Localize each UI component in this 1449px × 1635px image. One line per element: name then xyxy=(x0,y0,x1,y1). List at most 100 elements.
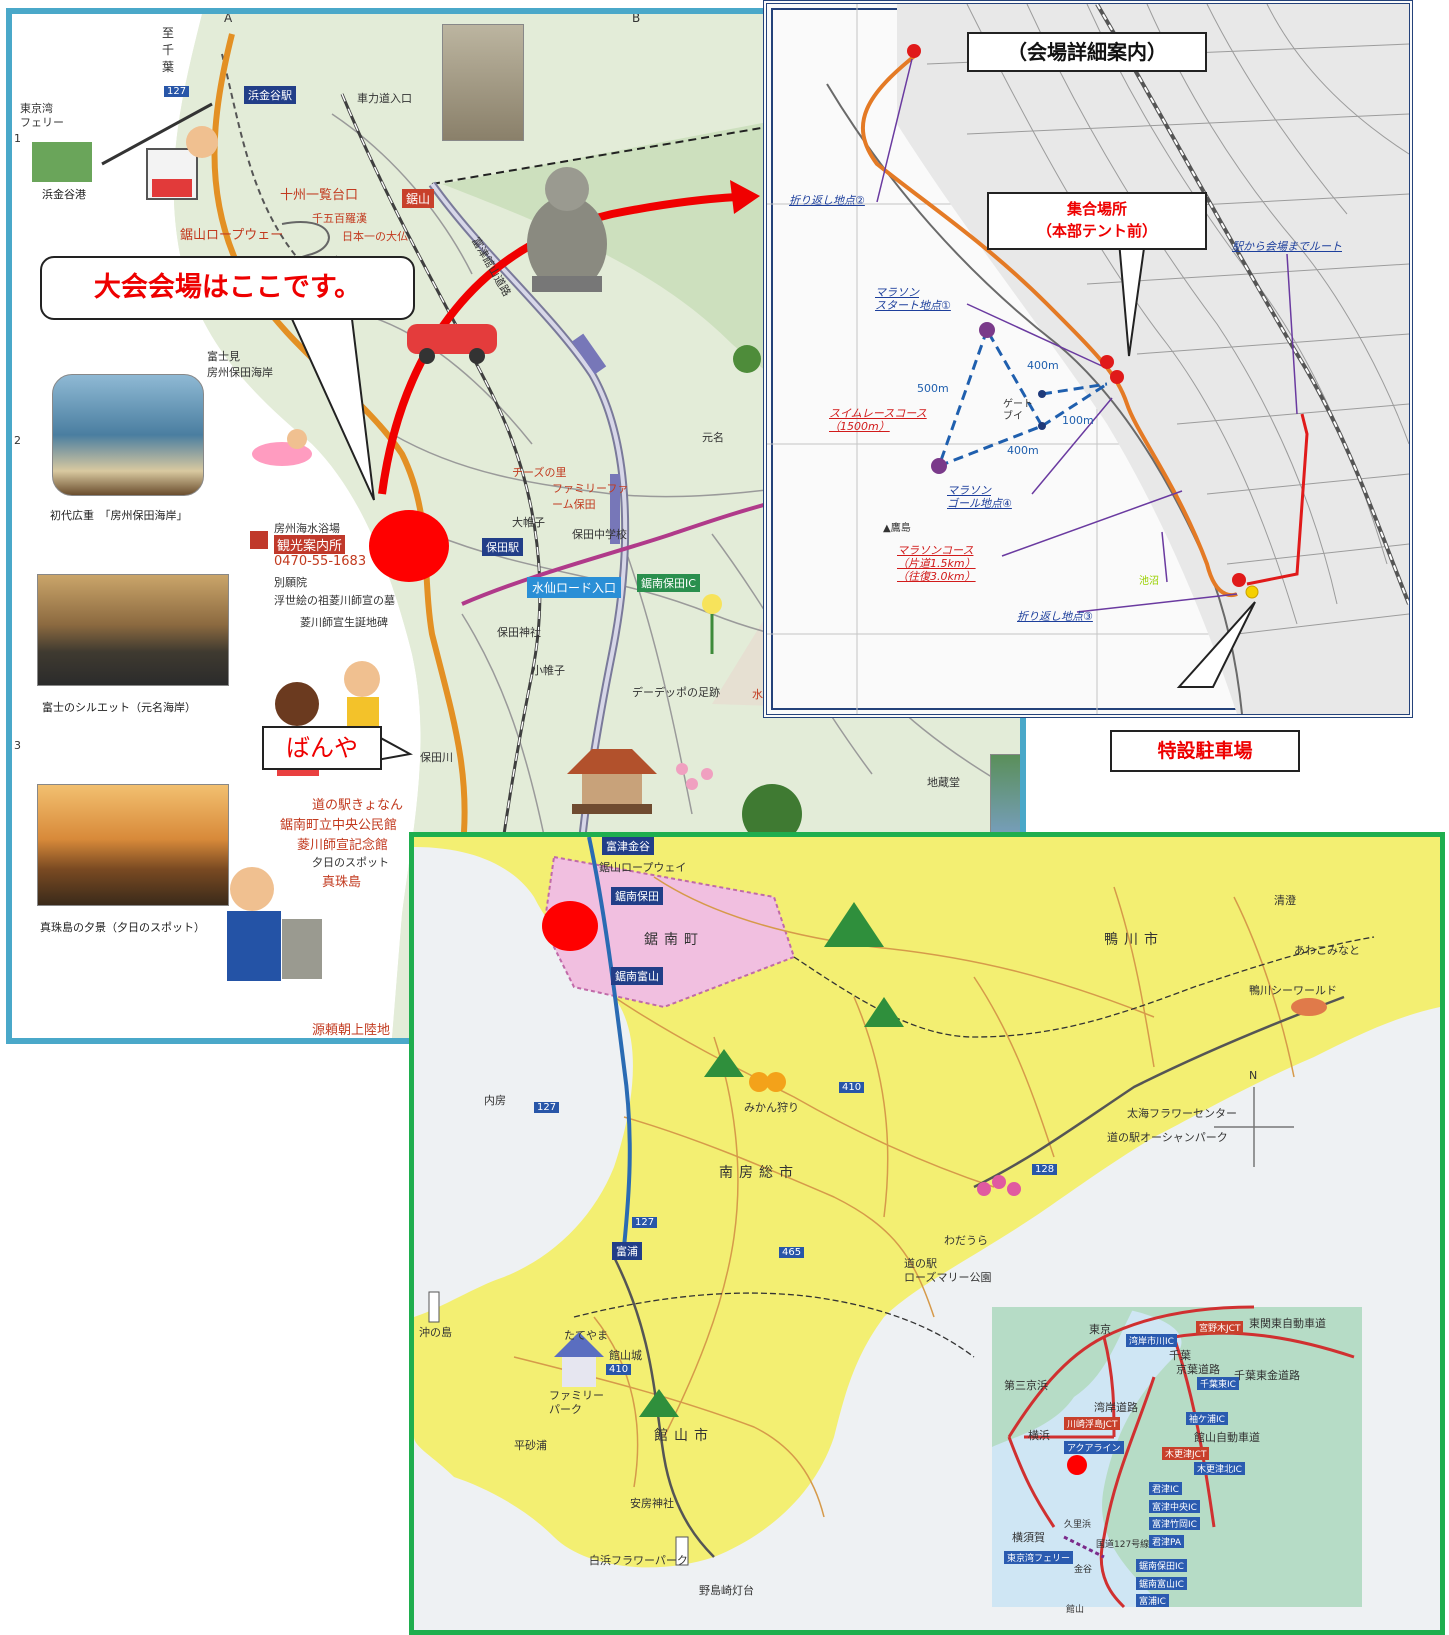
label-hishikawa-birthplace: 菱川師宣生誕地碑 xyxy=(300,616,388,629)
label-marathon-goal: マラソン ゴール地点④ xyxy=(947,484,1012,510)
label-dist-100: 100m xyxy=(1062,414,1094,427)
label-tateyama-city: 館山市 xyxy=(654,1428,714,1444)
inset-kanaya: 金谷 xyxy=(1074,1565,1093,1575)
fuji-silhouette-photo xyxy=(37,574,229,686)
inset-wangan: 湾岸道路 xyxy=(1094,1401,1138,1414)
station-futtsu-kanaya[interactable]: 富津金谷 xyxy=(602,837,654,855)
grid-row-3: 3 xyxy=(14,739,21,752)
label-turnaround-south: 折り返し地点③ xyxy=(1017,610,1093,623)
label-sunset-spot: 夕日のスポット xyxy=(312,856,389,869)
label-marathon-start: マラソン スタート地点① xyxy=(875,286,951,312)
hiroshige-print-photo xyxy=(52,374,204,496)
daffodil-icon xyxy=(702,594,722,654)
inset-tomiura-ic: 富浦IC xyxy=(1136,1594,1169,1607)
label-nojimazaki: 野島崎灯台 xyxy=(699,1584,754,1597)
route-410-b: 410 xyxy=(606,1364,632,1375)
station-kyonan-hota[interactable]: 鋸南保田 xyxy=(611,887,663,905)
label-community-hall: 鋸南町立中央公民館 xyxy=(280,818,398,833)
car-icon xyxy=(407,324,497,364)
label-okinoshima: 沖の島 xyxy=(419,1326,452,1339)
label-wadaura: わだうら xyxy=(944,1234,988,1247)
tourist-info-icon xyxy=(250,531,268,549)
label-tateyama-station: たてやま xyxy=(564,1329,608,1342)
parking-callout: 特設駐車場 xyxy=(1110,730,1300,772)
inset-futtsu-takeoka: 富津竹岡IC xyxy=(1149,1517,1200,1530)
label-ropeway-region: 鋸山ロープウェイ xyxy=(599,861,687,874)
station-tomiura[interactable]: 富浦 xyxy=(612,1242,642,1260)
inset-kimitsu-ic: 君津IC xyxy=(1149,1482,1182,1495)
grid-row-1: 1 xyxy=(14,132,21,145)
mikan-icon xyxy=(749,1072,769,1092)
fish-icon xyxy=(1291,998,1327,1016)
label-north: N xyxy=(1249,1069,1258,1082)
label-ocean-park: 道の駅オーシャンパーク xyxy=(1107,1131,1228,1144)
venue-callout: 大会会場はここです。 xyxy=(40,256,415,320)
port-icon xyxy=(32,142,92,182)
label-rock: ▲鷹島 xyxy=(883,523,911,534)
label-motona: 元名 xyxy=(702,431,724,444)
inset-aqualine: アクアライン xyxy=(1064,1441,1124,1454)
plum-blossom-icon xyxy=(676,763,713,790)
station-hota[interactable]: 保田駅 xyxy=(482,538,523,556)
inset-sodegaura: 袖ケ浦IC xyxy=(1186,1412,1228,1425)
venue-detail-map[interactable]: 折り返し地点② マラソン スタート地点① スイムレースコース （1500m） マ… xyxy=(763,0,1413,718)
label-kamogawa: 鴨川市 xyxy=(1104,932,1164,948)
label-ropeway: 鋸山ロープウェー xyxy=(180,228,284,243)
banya-callout: ばんや xyxy=(262,726,382,770)
label-dist-400a: 400m xyxy=(1027,359,1059,372)
photo-caption-sunset: 真珠島の夕景（夕日のスポット） xyxy=(40,921,205,934)
inset-futtsu-chuo: 富津中央IC xyxy=(1149,1500,1200,1513)
regional-map[interactable]: 鋸南町 鴨川市 南房総市 館山市 富津金谷 鋸南保田 鋸南富山 富浦 鋸山ロープ… xyxy=(409,832,1445,1635)
inset-chiba: 千葉 xyxy=(1169,1349,1191,1362)
label-hota-shrine: 保田神社 xyxy=(497,626,541,639)
label-dist-400b: 400m xyxy=(1007,444,1039,457)
label-kyonan-town: 鋸南町 xyxy=(644,932,704,948)
label-daibutsu: 日本一の大仏 xyxy=(342,230,408,243)
inset-tateyama-expressway: 館山自動車道 xyxy=(1194,1431,1260,1444)
photo-caption-port: 浜金谷港 xyxy=(42,188,86,201)
label-tateyama-castle: 館山城 xyxy=(609,1349,642,1362)
inset-kyonan-hota-ic: 鋸南保田IC xyxy=(1136,1559,1187,1572)
mountain-icons xyxy=(639,902,904,1417)
label-phone: 0470-55-1683 xyxy=(274,554,367,569)
regional-map-drawing xyxy=(414,837,1440,1609)
route-127-a: 127 xyxy=(534,1102,560,1113)
meeting-place-callout: 集合場所 （本部テント前） xyxy=(987,192,1207,250)
grid-row-2: 2 xyxy=(14,434,21,447)
label-rakan: 千五百羅漢 xyxy=(312,212,367,225)
station-kyonan-tomiyama[interactable]: 鋸南富山 xyxy=(611,967,663,985)
label-heisaura: 平砂浦 xyxy=(514,1439,547,1452)
route-410-a: 410 xyxy=(839,1082,865,1093)
strip-photo xyxy=(990,754,1020,846)
label-family-farm: ファミリーファーム保田 xyxy=(552,482,629,511)
station-hamakanaya[interactable]: 浜金谷駅 xyxy=(244,86,296,104)
label-to-chiba: 至千葉 xyxy=(162,26,175,74)
inset-kyonan-tomiyama-ic: 鋸南富山IC xyxy=(1136,1577,1187,1590)
label-awakominato: あわこみなと xyxy=(1294,944,1360,957)
label-lake: 池沼 xyxy=(1139,576,1159,587)
buddha-cliff-photo xyxy=(442,24,524,141)
suisen-road-entrance-label: 水仙ロード入口 xyxy=(527,577,622,598)
inset-kisarazu-ic: 木更津北IC xyxy=(1194,1462,1245,1475)
label-hota-jhs: 保田中学校 xyxy=(572,528,627,541)
label-minamiboso: 南房総市 xyxy=(719,1165,799,1181)
inset-yokosuka: 横須賀 xyxy=(1012,1531,1045,1544)
inset-tokyo: 東京 xyxy=(1089,1323,1111,1336)
label-swim-course: スイムレースコース （1500m） xyxy=(829,407,927,433)
inset-ichikawa-ic: 湾岸市川IC xyxy=(1126,1334,1177,1347)
inset-miyano-ic: 宮野木JCT xyxy=(1196,1321,1244,1334)
inset-kanto-expressway: 東関東自動車道 xyxy=(1249,1317,1326,1330)
label-tokaido-entrance: 車力道入口 xyxy=(357,92,412,105)
photo-caption-fuji: 富士のシルエット（元名海岸） xyxy=(42,701,196,714)
label-flower-center: 太海フラワーセンター xyxy=(1127,1107,1237,1120)
label-station-route: 駅から会場までルート xyxy=(1232,240,1342,253)
route-128: 128 xyxy=(1032,1164,1058,1175)
label-yoritomo: 源頼朝上陸地 xyxy=(312,1023,391,1038)
venue-marker[interactable] xyxy=(369,510,449,582)
label-hota-river: 保田川 xyxy=(420,751,453,764)
label-daffodil-footprint: デーデッポの足跡 xyxy=(632,686,720,699)
meeting-place-line1: 集合場所 xyxy=(1066,200,1127,218)
route-127-b: 127 xyxy=(632,1217,658,1228)
regional-venue-marker[interactable] xyxy=(542,901,598,951)
inset-keiyo: 京葉道路 xyxy=(1176,1363,1220,1376)
